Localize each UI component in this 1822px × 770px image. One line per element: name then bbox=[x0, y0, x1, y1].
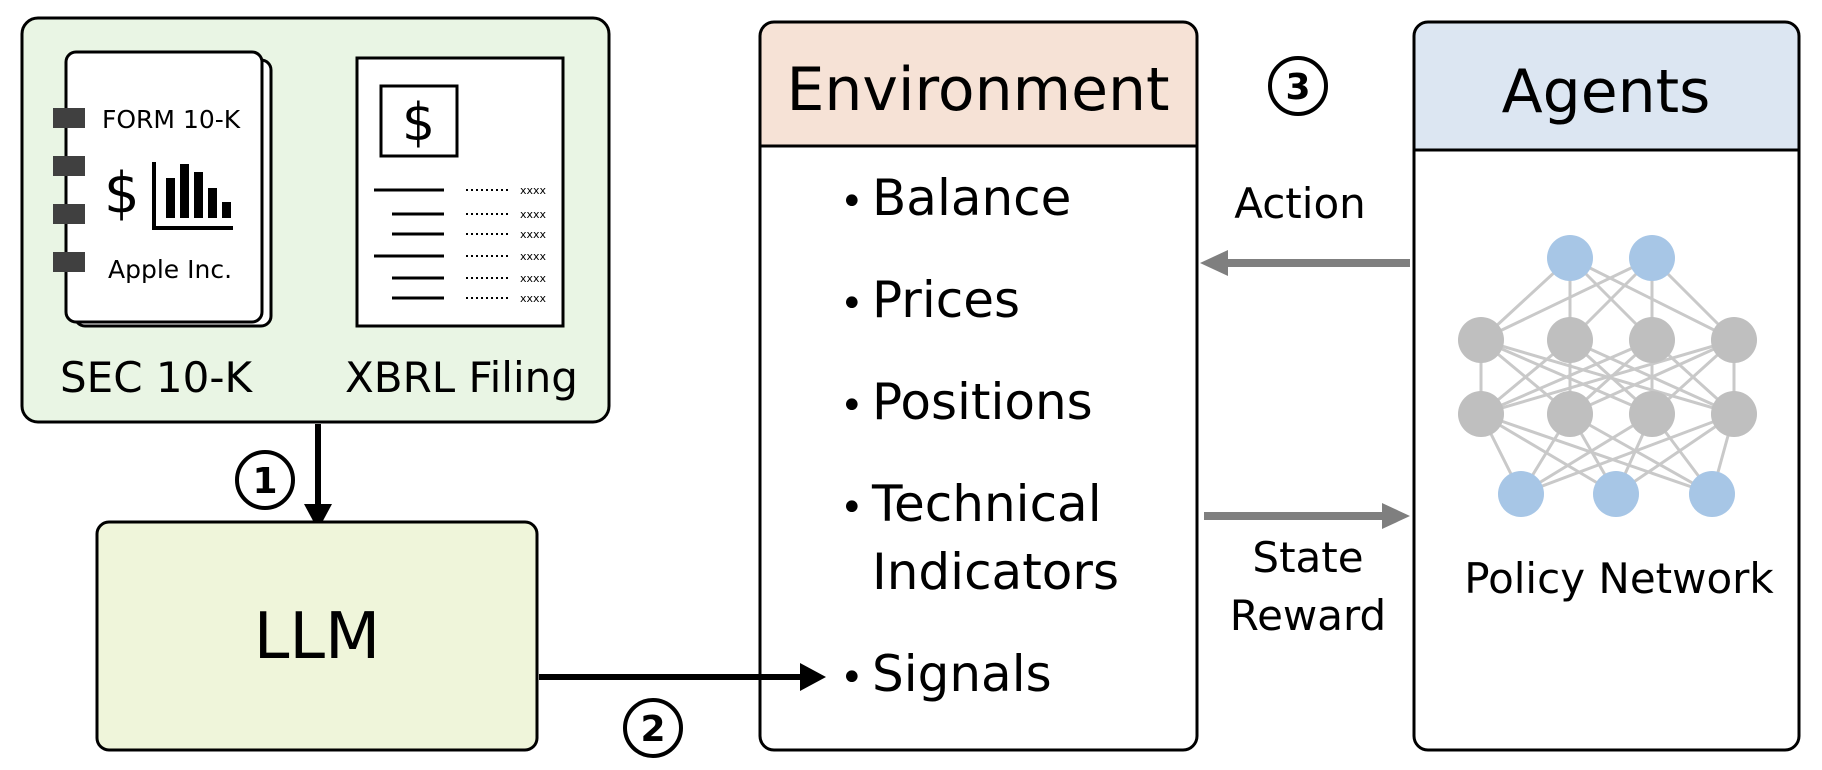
sources-group: FORM 10-K $ Apple Inc. SEC 10-K bbox=[20, 16, 611, 424]
network-edge bbox=[1480, 338, 1653, 416]
llm-box bbox=[95, 520, 539, 752]
xbrl-value-5: xxxx bbox=[520, 272, 547, 285]
step2-label: 2 bbox=[640, 709, 665, 750]
network-node bbox=[1458, 391, 1504, 437]
network-node bbox=[1629, 391, 1675, 437]
network-node bbox=[1711, 391, 1757, 437]
network-node bbox=[1711, 317, 1757, 363]
xbrl-value-1: xxxx bbox=[520, 184, 547, 197]
llm-label: LLM bbox=[254, 600, 381, 674]
environment-panel: Environment • Balance • Prices • Positio… bbox=[758, 20, 1199, 752]
sec-10k-caption: SEC 10-K bbox=[60, 353, 253, 402]
network-edge bbox=[1480, 256, 1653, 342]
network-edge bbox=[1480, 412, 1713, 496]
xbrl-value-column: xxxx xxxx xxxx xxxx xxxx xxxx bbox=[520, 184, 547, 305]
agents-header bbox=[1414, 22, 1799, 150]
network-edge bbox=[1520, 412, 1735, 496]
network-node bbox=[1547, 317, 1593, 363]
state-label: State bbox=[1252, 533, 1363, 582]
bullet-4: • bbox=[840, 485, 864, 531]
form-header-text: FORM 10-K bbox=[102, 105, 241, 134]
network-node bbox=[1547, 235, 1593, 281]
network-node bbox=[1593, 471, 1639, 517]
policy-network-label: Policy Network bbox=[1464, 554, 1774, 603]
xbrl-value-3: xxxx bbox=[520, 228, 547, 241]
network-node bbox=[1458, 317, 1504, 363]
document-icon bbox=[355, 56, 565, 328]
env-item-prices: Prices bbox=[872, 271, 1020, 329]
step3-badge: 3 bbox=[1268, 56, 1328, 116]
step2-arrowhead bbox=[800, 663, 826, 691]
network-edge bbox=[1520, 412, 1653, 496]
environment-header bbox=[760, 22, 1197, 146]
neural-network-icon bbox=[1458, 235, 1757, 517]
network-node bbox=[1547, 391, 1593, 437]
network-edge bbox=[1615, 412, 1735, 496]
xbrl-value-2: xxxx bbox=[520, 208, 547, 221]
network-edge bbox=[1480, 412, 1617, 496]
reward-label: Reward bbox=[1230, 591, 1386, 640]
step3-label: 3 bbox=[1285, 67, 1310, 108]
action-arrowhead bbox=[1200, 250, 1228, 276]
agents-title: Agents bbox=[1502, 57, 1711, 127]
network-node bbox=[1498, 471, 1544, 517]
form-company-text: Apple Inc. bbox=[108, 255, 232, 284]
dollar-icon: $ bbox=[104, 161, 140, 226]
env-item-technical: Technical bbox=[871, 475, 1102, 533]
step1-label: 1 bbox=[252, 461, 277, 502]
bullet-5: • bbox=[840, 655, 864, 701]
xbrl-dollar-box bbox=[379, 84, 459, 158]
bullet-3: • bbox=[840, 383, 864, 429]
env-item-balance: Balance bbox=[872, 169, 1071, 227]
bullet-1: • bbox=[840, 179, 864, 225]
step1-arrowhead bbox=[304, 504, 332, 530]
network-edge bbox=[1569, 412, 1713, 496]
step1-badge: 1 bbox=[235, 450, 295, 510]
bar-chart-icon bbox=[152, 162, 233, 230]
xbrl-dollar-text: $ bbox=[402, 93, 435, 153]
form-10k-page bbox=[64, 50, 264, 324]
agents-panel: Agents Policy Network bbox=[1412, 20, 1801, 752]
network-edge bbox=[1569, 338, 1735, 416]
network-node bbox=[1629, 235, 1675, 281]
network-edge bbox=[1480, 338, 1735, 416]
bullet-2: • bbox=[840, 281, 864, 327]
network-node bbox=[1629, 317, 1675, 363]
state-reward-arrowhead bbox=[1382, 503, 1410, 529]
env-item-signals: Signals bbox=[872, 645, 1052, 703]
env-item-indicators: Indicators bbox=[872, 543, 1119, 601]
step2-badge: 2 bbox=[623, 698, 683, 758]
action-label: Action bbox=[1234, 179, 1366, 228]
xbrl-filing-caption: XBRL Filing bbox=[345, 353, 578, 402]
xbrl-value-4: xxxx bbox=[520, 250, 547, 263]
binder-icon bbox=[53, 50, 273, 328]
env-item-positions: Positions bbox=[872, 373, 1093, 431]
network-node bbox=[1689, 471, 1735, 517]
xbrl-value-6: xxxx bbox=[520, 292, 547, 305]
environment-title: Environment bbox=[786, 55, 1169, 125]
